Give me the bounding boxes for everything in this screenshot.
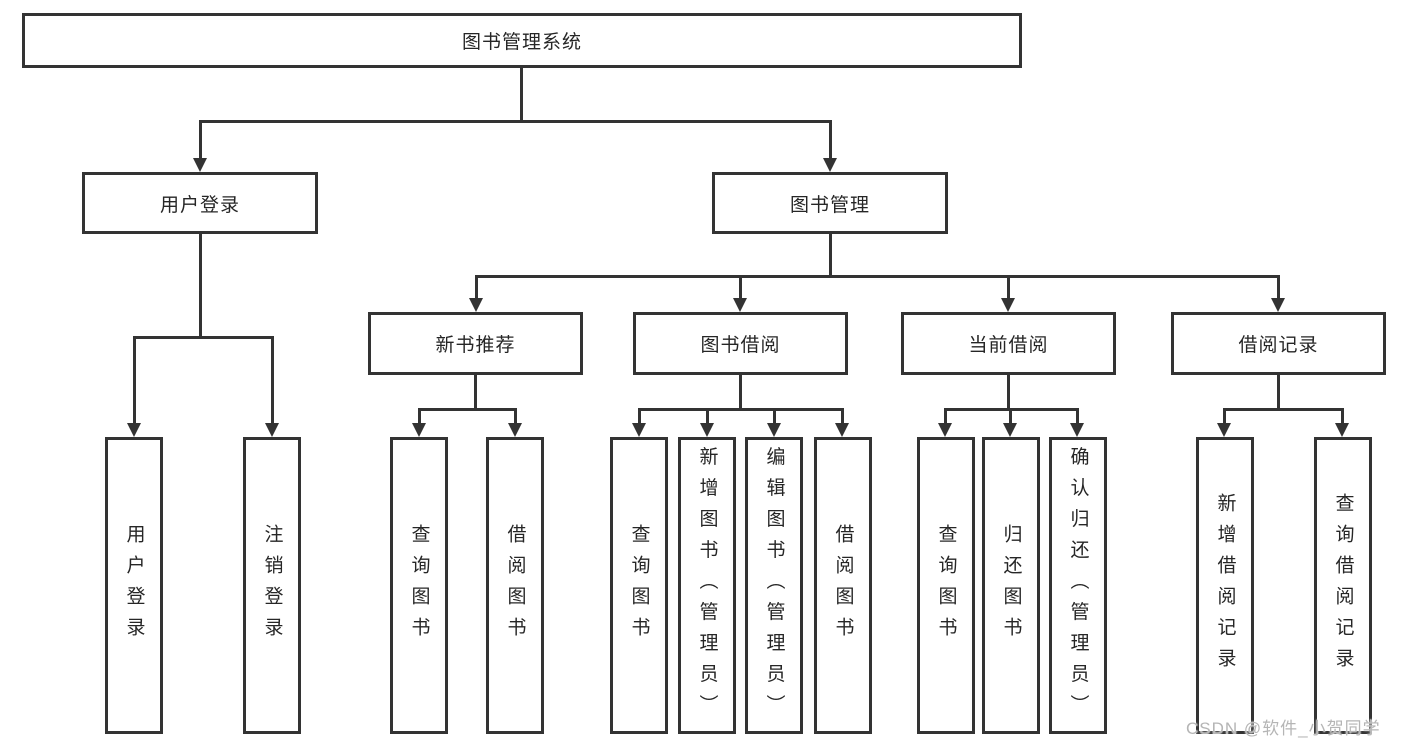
connector-line [1076, 408, 1079, 423]
connector-line [199, 120, 202, 158]
leaf-borrow-add-admin-label: 新增图书（管理员） [696, 446, 718, 725]
leaf-current-return-label: 归还图书 [1000, 523, 1022, 648]
connector-line [1009, 408, 1012, 423]
leaf-user-login: 用户登录 [105, 437, 163, 734]
leaf-borrow-query: 查询图书 [610, 437, 668, 734]
arrowhead-down [508, 423, 522, 437]
connector-line [514, 408, 517, 423]
node-root-label: 图书管理系统 [461, 32, 582, 53]
arrowhead-down [1003, 423, 1017, 437]
leaf-user-login-label: 用户登录 [123, 523, 145, 648]
connector-line [1223, 408, 1344, 411]
connector-line [418, 408, 421, 423]
arrowhead-down [835, 423, 849, 437]
leaf-borrow-add-admin: 新增图书（管理员） [678, 437, 736, 734]
arrowhead-down [700, 423, 714, 437]
arrowhead-down [1271, 298, 1285, 312]
connector-line [475, 275, 1280, 278]
connector-line [1007, 375, 1010, 408]
connector-line [475, 275, 478, 298]
node-current-borrow-label: 当前借阅 [968, 335, 1049, 356]
leaf-record-add-label: 新增借阅记录 [1214, 492, 1236, 679]
node-book-management-label: 图书管理 [789, 194, 870, 216]
connector-line [1007, 275, 1010, 298]
arrowhead-down [1217, 423, 1231, 437]
leaf-borrow-query-label: 查询图书 [628, 523, 650, 648]
connector-line [133, 336, 136, 423]
connector-line [739, 375, 742, 408]
connector-line [271, 336, 274, 423]
leaf-borrow-book: 借阅图书 [814, 437, 872, 734]
node-user-login: 用户登录 [82, 172, 318, 234]
leaf-logout-label: 注销登录 [261, 523, 283, 648]
connector-line [520, 68, 523, 120]
arrowhead-down [1070, 423, 1084, 437]
leaf-newbook-borrow-label: 借阅图书 [504, 523, 526, 648]
csdn-watermark: CSDN @软件_小贺同学 [1186, 719, 1381, 738]
connector-line [1277, 275, 1280, 298]
leaf-current-confirm-admin-label: 确认归还（管理员） [1067, 446, 1089, 725]
leaf-current-query: 查询图书 [917, 437, 975, 734]
node-book-management: 图书管理 [712, 172, 948, 234]
connector-line [199, 120, 832, 123]
connector-line [638, 408, 641, 423]
arrowhead-down [1001, 298, 1015, 312]
leaf-current-confirm-admin: 确认归还（管理员） [1049, 437, 1107, 734]
leaf-newbook-query: 查询图书 [390, 437, 448, 734]
connector-line [1341, 408, 1344, 423]
leaf-current-return: 归还图书 [982, 437, 1040, 734]
connector-line [739, 275, 742, 298]
arrowhead-down [412, 423, 426, 437]
leaf-newbook-borrow: 借阅图书 [486, 437, 544, 734]
connector-line [474, 375, 477, 408]
leaf-record-add: 新增借阅记录 [1196, 437, 1254, 734]
leaf-newbook-query-label: 查询图书 [408, 523, 430, 648]
connector-line [199, 234, 202, 336]
arrowhead-down [733, 298, 747, 312]
leaf-borrow-book-label: 借阅图书 [832, 523, 854, 648]
node-new-book-recommend: 新书推荐 [368, 312, 583, 375]
leaf-borrow-edit-admin: 编辑图书（管理员） [745, 437, 803, 734]
connector-line [638, 408, 844, 411]
connector-line [1277, 375, 1280, 408]
arrowhead-down [823, 158, 837, 172]
arrowhead-down [193, 158, 207, 172]
node-borrow-records-label: 借阅记录 [1238, 335, 1319, 356]
node-new-book-recommend-label: 新书推荐 [435, 335, 516, 356]
connector-line [1223, 408, 1226, 423]
node-book-borrow: 图书借阅 [633, 312, 848, 375]
connector-line [829, 120, 832, 158]
arrowhead-down [469, 298, 483, 312]
arrowhead-down [1335, 423, 1349, 437]
leaf-borrow-edit-admin-label: 编辑图书（管理员） [763, 446, 785, 725]
connector-line [706, 408, 709, 423]
arrowhead-down [767, 423, 781, 437]
arrowhead-down [632, 423, 646, 437]
node-borrow-records: 借阅记录 [1171, 312, 1386, 375]
arrowhead-down [127, 423, 141, 437]
leaf-logout: 注销登录 [243, 437, 301, 734]
node-book-borrow-label: 图书借阅 [700, 335, 781, 356]
connector-line [418, 408, 517, 411]
node-current-borrow: 当前借阅 [901, 312, 1116, 375]
connector-line [829, 234, 832, 275]
leaf-record-query: 查询借阅记录 [1314, 437, 1372, 734]
connector-line [773, 408, 776, 423]
node-root: 图书管理系统 [22, 13, 1022, 68]
leaf-record-query-label: 查询借阅记录 [1332, 492, 1354, 679]
arrowhead-down [265, 423, 279, 437]
connector-line [133, 336, 274, 339]
leaf-current-query-label: 查询图书 [935, 523, 957, 648]
arrowhead-down [938, 423, 952, 437]
connector-line [944, 408, 947, 423]
connector-line [841, 408, 844, 423]
node-user-login-label: 用户登录 [159, 194, 240, 216]
